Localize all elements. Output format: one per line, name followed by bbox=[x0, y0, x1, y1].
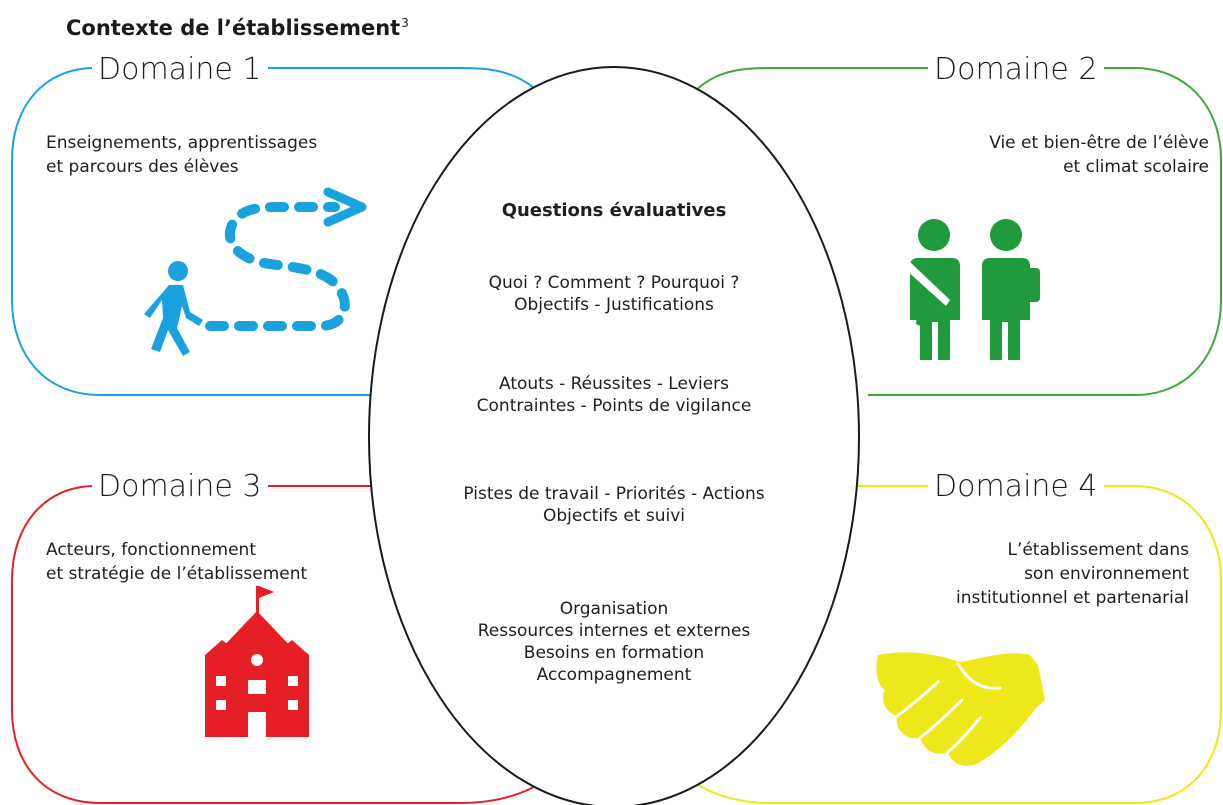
domain-4-description: L’établissement dans son environnement i… bbox=[955, 540, 1189, 608]
students-icon bbox=[906, 219, 1040, 360]
page-title-text: Contexte de l’établissement bbox=[66, 16, 401, 40]
center-title: Questions évaluatives bbox=[501, 200, 727, 221]
domain-4-frame bbox=[659, 485, 1222, 804]
domain-3-label: Domaine 3 bbox=[92, 470, 268, 504]
domain-1-frame bbox=[11, 67, 567, 396]
domain-2-frame bbox=[667, 67, 1222, 396]
evaluative-questions-ellipse bbox=[368, 66, 860, 805]
domain-1-label: Domaine 1 bbox=[92, 53, 268, 87]
handshake-icon bbox=[876, 652, 1045, 766]
title-footnote-marker: 3 bbox=[401, 16, 409, 30]
school-building-icon bbox=[205, 586, 309, 737]
domain-3-frame bbox=[11, 485, 573, 804]
center-group-3: Pistes de travail - Priorités - Actions … bbox=[463, 484, 765, 526]
walking-path-icon bbox=[144, 187, 367, 356]
center-group-1: Quoi ? Comment ? Pourquoi ? Objectifs - … bbox=[488, 273, 740, 315]
domain-3-description: Acteurs, fonctionnement et stratégie de … bbox=[46, 540, 308, 584]
center-group-4: Organisation Ressources internes et exte… bbox=[477, 599, 751, 685]
domain-4-label: Domaine 4 bbox=[928, 470, 1104, 504]
domain-2-label: Domaine 2 bbox=[928, 53, 1104, 87]
center-group-2: Atouts - Réussites - Leviers Contraintes… bbox=[476, 374, 752, 416]
domain-1-description: Enseignements, apprentissages et parcour… bbox=[46, 133, 318, 177]
page-title: Contexte de l’établissement3 bbox=[66, 16, 409, 40]
domain-2-description: Vie et bien-être de l’élève et climat sc… bbox=[989, 133, 1209, 177]
